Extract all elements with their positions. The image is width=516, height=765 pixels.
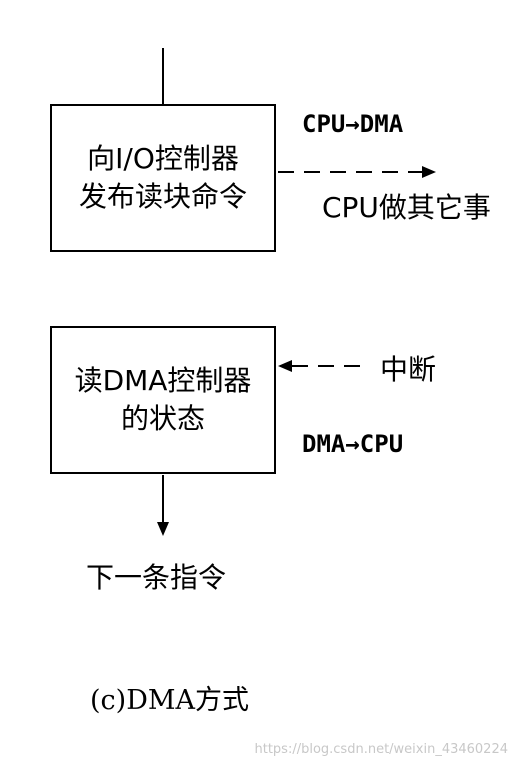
issue-read-command-box: 向I/O控制器 发布读块命令	[50, 104, 276, 252]
box1-line1: 向I/O控制器	[87, 142, 239, 175]
watermark: https://blog.csdn.net/weixin_43460224	[254, 742, 508, 757]
box2-line1: 读DMA控制器	[74, 364, 252, 397]
cpu-to-dma-label: CPU→DMA	[302, 110, 404, 138]
dashed-arrow-out-head	[422, 166, 436, 178]
next-instruction-label: 下一条指令	[86, 561, 227, 594]
interrupt-label: 中断	[380, 353, 437, 386]
cpu-other-work-label: CPU做其它事	[322, 191, 491, 224]
down-arrow-head	[157, 522, 169, 536]
box2-line2: 的状态	[120, 402, 205, 435]
dma-to-cpu-label: DMA→CPU	[302, 430, 404, 458]
box1-line2: 发布读块命令	[78, 180, 247, 213]
read-dma-status-box: 读DMA控制器 的状态	[50, 326, 276, 474]
figure-caption: (c)DMA方式	[90, 685, 249, 716]
dashed-arrow-in-head	[278, 360, 292, 372]
